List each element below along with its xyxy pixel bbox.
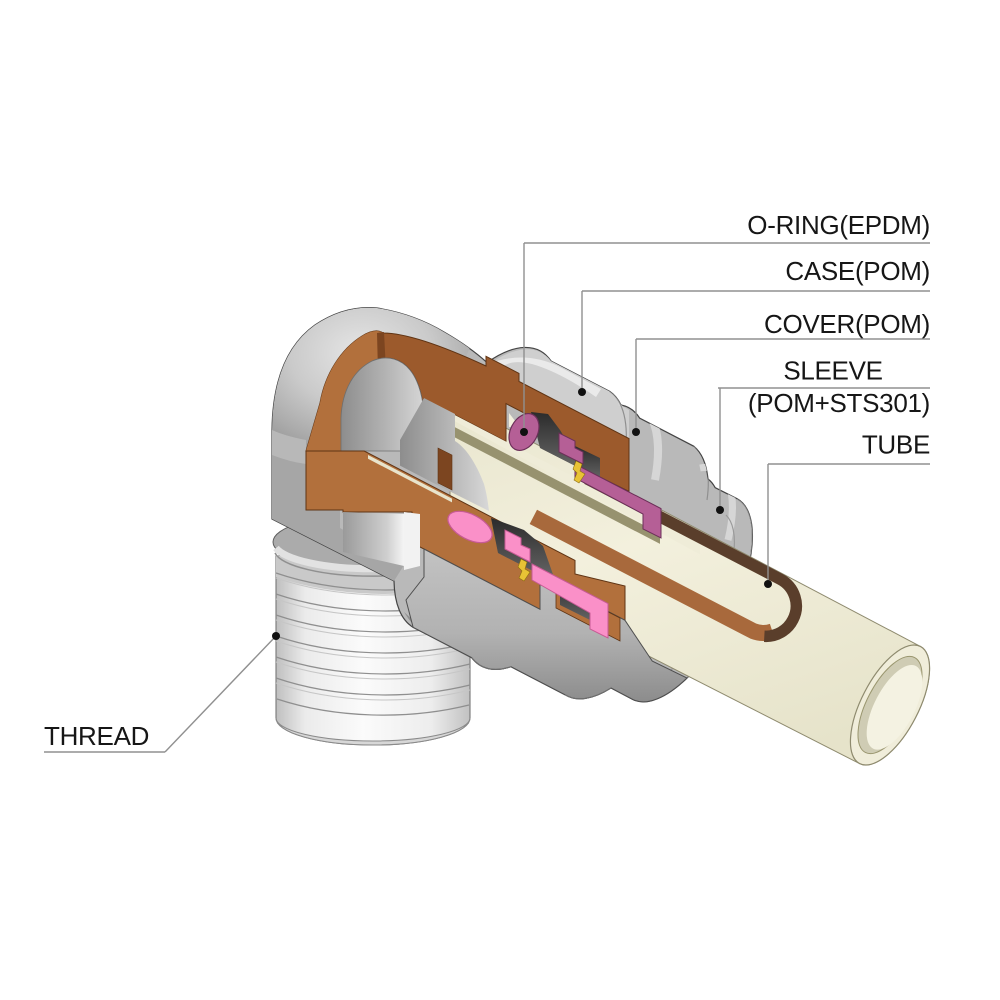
svg-text:(POM+STS301): (POM+STS301) <box>748 388 930 418</box>
svg-text:O-RING(EPDM): O-RING(EPDM) <box>747 210 930 240</box>
svg-text:CASE(POM): CASE(POM) <box>785 256 930 286</box>
svg-text:THREAD: THREAD <box>44 721 149 751</box>
svg-text:SLEEVE: SLEEVE <box>783 356 882 386</box>
svg-text:COVER(POM): COVER(POM) <box>764 309 930 339</box>
svg-text:TUBE: TUBE <box>862 430 930 460</box>
